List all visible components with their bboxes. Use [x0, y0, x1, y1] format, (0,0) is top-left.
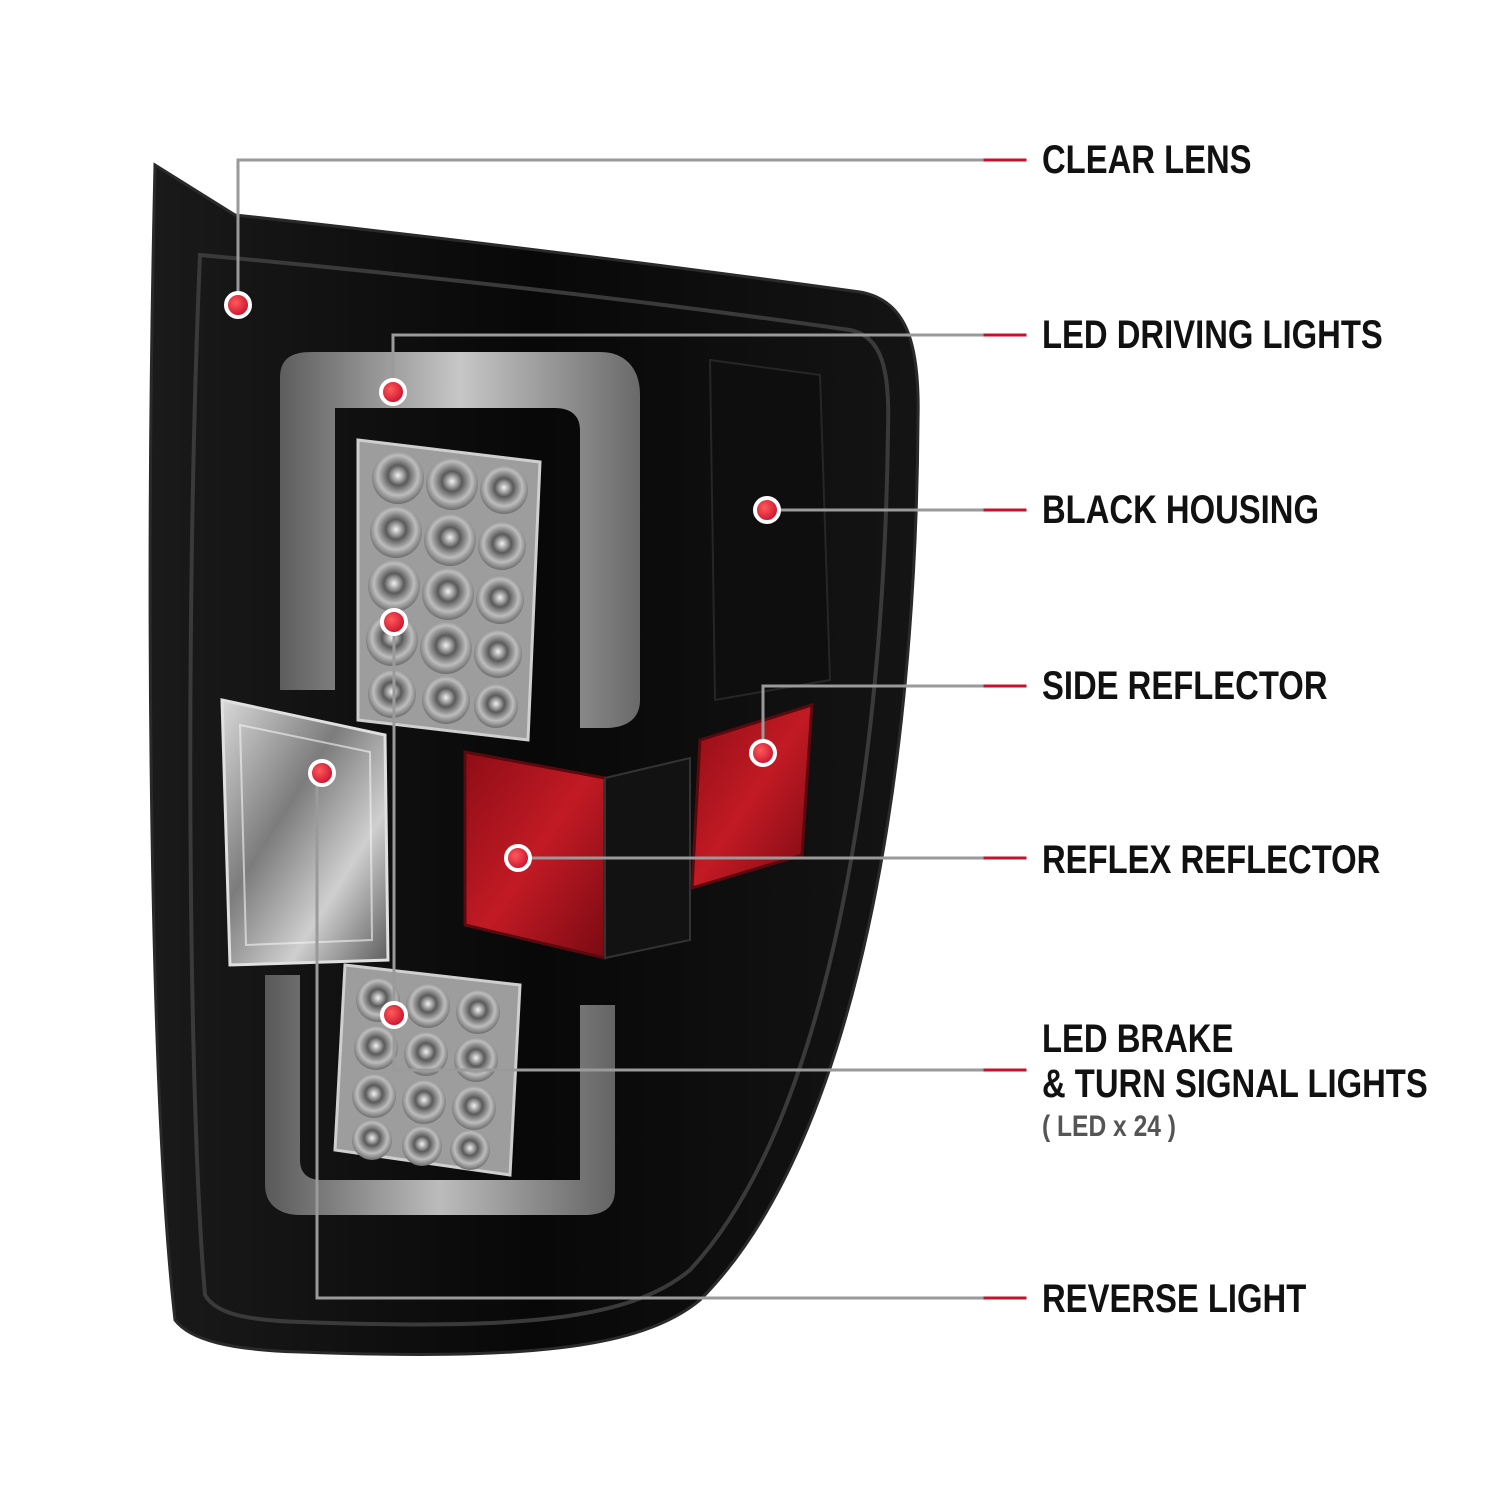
- reflex-reflector-shape: [463, 750, 607, 960]
- housing-recess: [708, 358, 832, 702]
- marker-led-brake-upper: [380, 608, 408, 636]
- upper-led-array: [366, 452, 528, 728]
- label-clear-lens: CLEAR LENS: [1042, 138, 1252, 182]
- reverse-light-inner: [238, 723, 374, 947]
- marker-dots: [224, 291, 781, 1029]
- label-turn-signal-lights: & TURN SIGNAL LIGHTS: [1042, 1062, 1428, 1106]
- label-black-housing: BLACK HOUSING: [1042, 488, 1319, 532]
- marker-led-brake-lower: [380, 1001, 408, 1029]
- side-reflector-shape: [690, 702, 814, 891]
- leader-led-driving: [391, 333, 987, 394]
- leader-side-reflector: [761, 684, 987, 755]
- label-reverse-light: REVERSE LIGHT: [1042, 1277, 1307, 1321]
- tail-light-illustration: [148, 162, 920, 1356]
- leader-clear-lens: [236, 158, 987, 307]
- label-led-count: ( LED x 24 ): [1042, 1110, 1176, 1143]
- marker-side-reflector: [749, 739, 777, 767]
- label-side-reflector: SIDE REFLECTOR: [1042, 664, 1328, 708]
- label-led-driving-lights: LED DRIVING LIGHTS: [1042, 313, 1383, 357]
- label-reflex-reflector: REFLEX REFLECTOR: [1042, 838, 1381, 882]
- lower-light-bar: [265, 975, 615, 1215]
- reverse-light-chrome: [220, 698, 390, 967]
- marker-black-housing: [753, 496, 781, 524]
- marker-led-driving: [379, 378, 407, 406]
- upper-light-bar: [280, 352, 640, 728]
- marker-reverse-light: [308, 759, 336, 787]
- label-led-brake: LED BRAKE: [1042, 1017, 1234, 1061]
- marker-clear-lens: [224, 291, 252, 319]
- clear-lens-rim: [188, 252, 891, 1327]
- marker-reflex-reflector: [504, 844, 532, 872]
